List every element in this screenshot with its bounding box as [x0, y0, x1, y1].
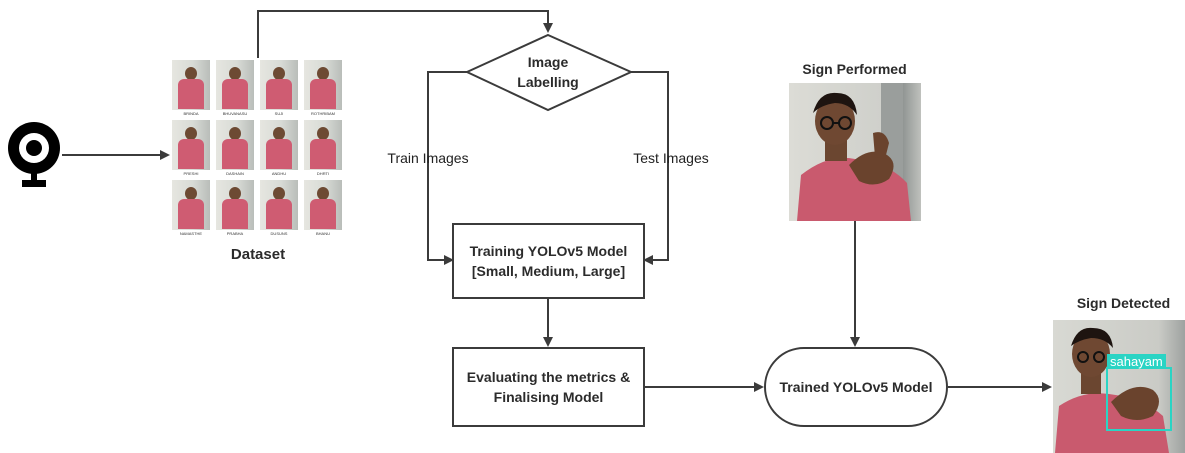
sign-performed-photo — [789, 83, 921, 221]
dataset-thumbnail: BHUVANASU — [216, 60, 254, 118]
dataset-thumbnail: ROTHRIBAM — [304, 60, 342, 118]
dataset-thumbnail-caption: SUJI — [260, 110, 298, 118]
dataset-thumbnail: DHRTI — [304, 120, 342, 178]
webcam-icon — [8, 122, 60, 187]
dataset-thumbnail: NAMASTHE — [172, 180, 210, 238]
dataset-thumbnail-caption: PRESHI — [172, 170, 210, 178]
evaluating-line-1: Evaluating the metrics & — [466, 369, 631, 385]
test-images-label: Test Images — [633, 150, 709, 166]
arrow-dataset-to-labelling — [257, 10, 553, 58]
dataset-thumbnail-caption: BHANU — [304, 230, 342, 238]
training-line-2: [Small, Medium, Large] — [471, 263, 626, 279]
training-yolov5-node: Training YOLOv5 Model [Small, Medium, La… — [452, 223, 645, 299]
evaluating-node: Evaluating the metrics & Finalising Mode… — [452, 347, 645, 427]
dataset-thumbnail: SUJI — [260, 60, 298, 118]
dataset-thumbnail: BHANU — [304, 180, 342, 238]
sign-detected-label: Sign Detected — [1076, 295, 1171, 311]
dataset-thumbnail: PRESHI — [172, 120, 210, 178]
image-labelling-label: Image Labelling — [517, 54, 579, 90]
signer-figure — [797, 83, 911, 221]
dataset-thumbnail-caption: NAMASTHE — [172, 230, 210, 238]
arrow-train-images — [427, 71, 467, 265]
sign-detected-photo: sahayam — [1053, 320, 1185, 453]
dataset-thumbnail-caption: BHUVANASU — [216, 110, 254, 118]
detected-figure — [1055, 327, 1172, 453]
trained-label: Trained YOLOv5 Model — [779, 379, 933, 395]
dataset-thumbnail-caption: ROTHRIBAM — [304, 110, 342, 118]
dataset-thumbnail-caption: BRINDA — [172, 110, 210, 118]
dataset-thumbnail-caption: DUSUNS — [260, 230, 298, 238]
dataset-label: Dataset — [230, 246, 286, 263]
dataset-thumbnail: ANDHU — [260, 120, 298, 178]
dataset-thumbnail: PRABHA — [216, 180, 254, 238]
arrow-test-images — [631, 71, 669, 265]
detection-tag: sahayam — [1107, 354, 1166, 369]
training-line-1: Training YOLOv5 Model — [469, 243, 628, 259]
dataset-thumbnail-caption: DHRTI — [304, 170, 342, 178]
dataset-thumbnail-caption: DASHAIN — [216, 170, 254, 178]
image-labelling-diamond — [464, 33, 634, 112]
dataset-thumbnail: BRINDA — [172, 60, 210, 118]
dataset-thumbnail-caption: PRABHA — [216, 230, 254, 238]
dataset-thumbnail-caption: ANDHU — [260, 170, 298, 178]
train-images-label: Train Images — [387, 150, 469, 166]
dataset-thumbnail: DUSUNS — [260, 180, 298, 238]
dataset-grid: BRINDA BHUVANASU SUJI ROTHRIBAM PRESHI DASHAI… — [170, 58, 346, 238]
evaluating-line-2: Finalising Model — [493, 389, 604, 405]
trained-yolov5-node: Trained YOLOv5 Model — [764, 347, 948, 427]
dataset-thumbnail: DASHAIN — [216, 120, 254, 178]
sign-performed-label: Sign Performed — [802, 61, 907, 77]
